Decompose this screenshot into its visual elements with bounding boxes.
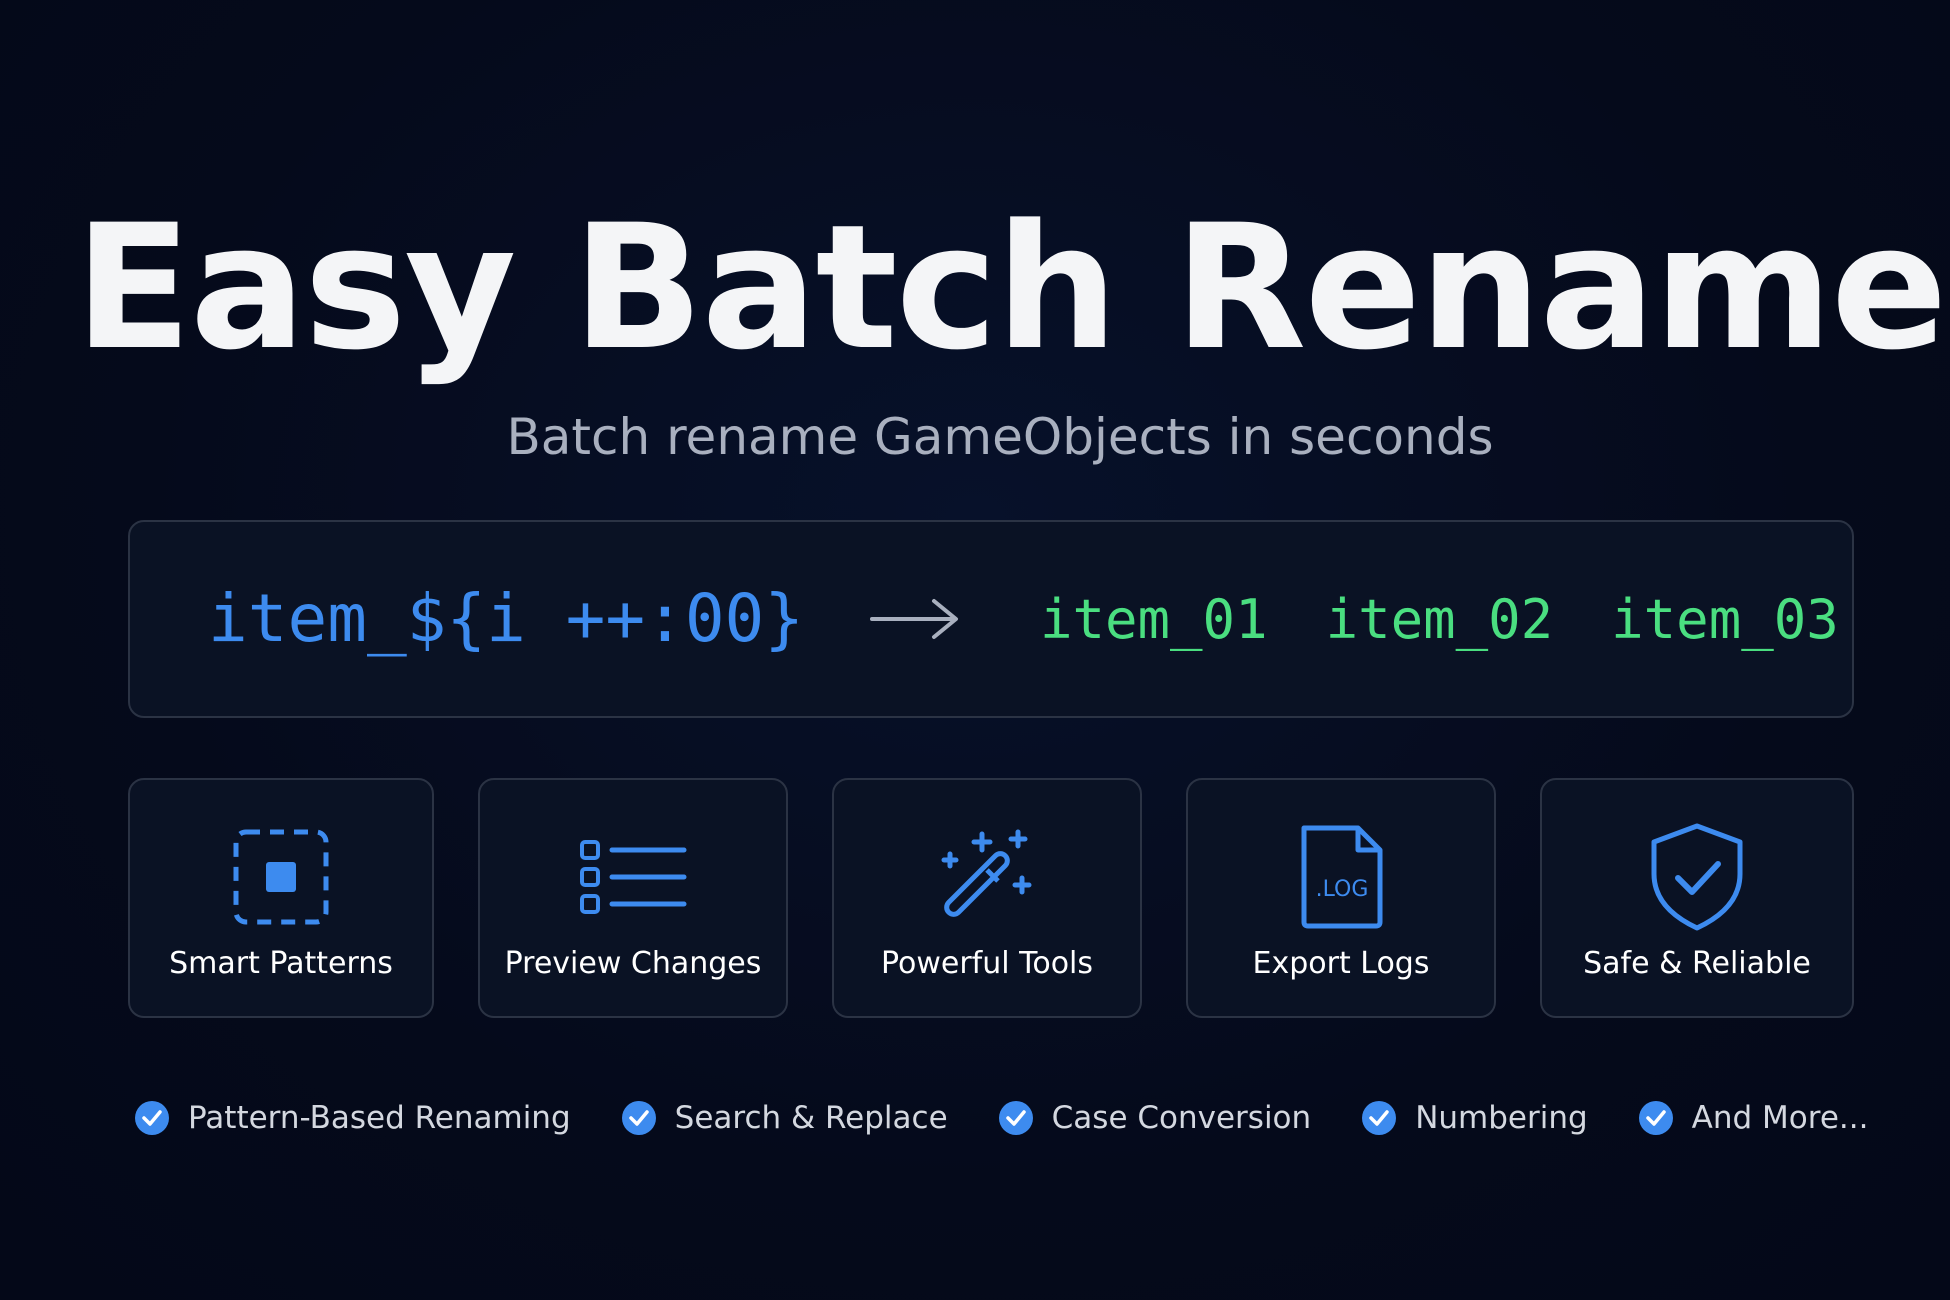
checklist-item: Search & Replace — [621, 1100, 948, 1136]
checklist-label: Search & Replace — [674, 1100, 948, 1136]
hero-subtitle: Batch rename GameObjects in seconds — [506, 408, 1494, 466]
pattern-demo-panel: item_${i ++:00} item_01 item_02 item_03 — [128, 520, 1854, 718]
arrow-right-icon — [870, 599, 958, 639]
output-item: item_03 — [1611, 587, 1839, 651]
checklist-item: And More... — [1638, 1100, 1869, 1136]
shield-check-icon — [1651, 823, 1743, 931]
list-icon — [580, 840, 687, 914]
feature-label: Powerful Tools — [880, 946, 1094, 981]
checklist-item: Pattern-Based Renaming — [134, 1100, 571, 1136]
feature-card-preview-changes: Preview Changes — [478, 778, 788, 1018]
check-circle-icon — [135, 1101, 169, 1135]
checklist-item: Numbering — [1361, 1100, 1588, 1136]
checklist-label: Pattern-Based Renaming — [188, 1100, 571, 1136]
dashed-selection-icon — [233, 829, 329, 925]
magic-wand-icon — [941, 829, 1032, 917]
check-circle-icon — [1638, 1101, 1673, 1135]
checklist-label: Numbering — [1415, 1100, 1588, 1136]
checklist-label: Case Conversion — [1051, 1100, 1312, 1136]
feature-checklist: Pattern-Based Renaming Search & Replace … — [134, 1092, 1918, 1144]
feature-card-powerful-tools: Powerful Tools — [832, 778, 1142, 1018]
feature-cards: Smart Patterns Preview Changes Powerful … — [128, 778, 1854, 1018]
output-item: item_01 — [1040, 587, 1268, 651]
feature-card-safe-reliable: Safe & Reliable — [1540, 778, 1854, 1018]
checklist-label: And More... — [1691, 1100, 1869, 1136]
pattern-output-list: item_01 item_02 item_03 — [1040, 522, 1839, 716]
feature-label: Export Logs — [1252, 946, 1430, 981]
check-circle-icon — [1362, 1101, 1397, 1135]
log-file-icon-text: .LOG — [1316, 877, 1369, 902]
output-item: item_02 — [1325, 587, 1554, 651]
feature-label: Safe & Reliable — [1583, 946, 1811, 981]
checklist-item: Case Conversion — [998, 1100, 1312, 1136]
hero-title: Easy Batch Rename — [74, 187, 1947, 388]
check-circle-icon — [998, 1101, 1033, 1135]
check-circle-icon — [621, 1101, 656, 1135]
feature-card-export-logs: .LOG Export Logs — [1186, 778, 1496, 1018]
feature-label: Preview Changes — [504, 946, 762, 981]
feature-card-smart-patterns: Smart Patterns — [128, 778, 434, 1018]
feature-label: Smart Patterns — [169, 946, 393, 981]
log-file-icon: .LOG — [1301, 825, 1383, 929]
pattern-input-text: item_${i ++:00} — [208, 580, 805, 657]
